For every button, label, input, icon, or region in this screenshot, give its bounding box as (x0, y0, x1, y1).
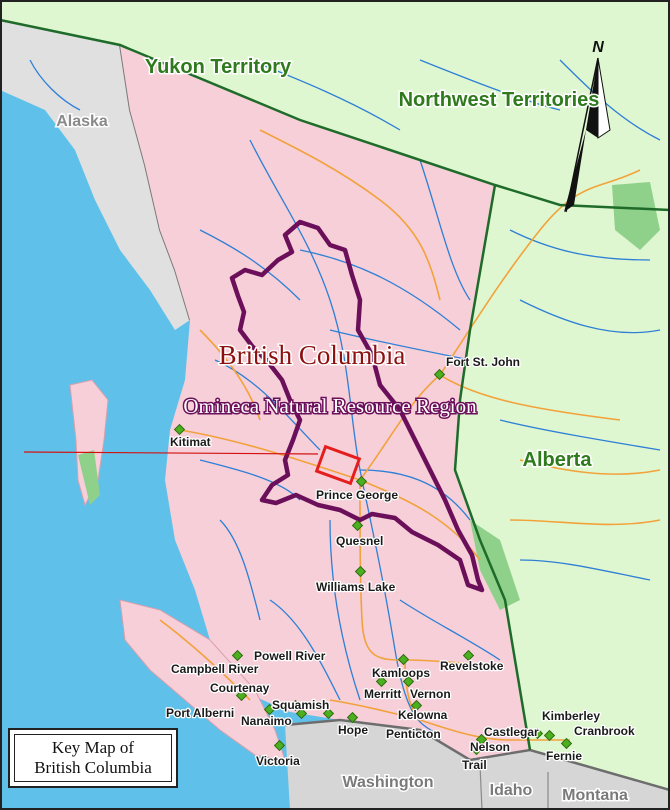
label-alaska: Alaska (56, 113, 108, 130)
label-washington: Washington (343, 774, 434, 791)
city-label: Hope (338, 723, 368, 737)
usa-land (285, 720, 670, 810)
idaho-border (479, 764, 483, 810)
park-haida (78, 450, 100, 505)
city-markers (173, 368, 573, 756)
marker-port-alberni (263, 703, 276, 716)
city-label: Vernon (410, 687, 451, 701)
rivers (29, 59, 661, 741)
city-label: Nanaimo (241, 714, 292, 728)
marker-courtenay (235, 689, 248, 702)
legend-box: Key Map of British Columbia (8, 728, 178, 788)
marker-kamloops (397, 653, 410, 666)
city-label: Quesnel (336, 534, 383, 548)
pointer-line (23, 451, 319, 455)
marker-williams-lake (354, 565, 367, 578)
marker-nelson (475, 733, 488, 746)
marker-nanaimo (295, 707, 308, 720)
city-label: Williams Lake (316, 580, 396, 594)
northern-border (0, 18, 670, 212)
park-rockies (470, 520, 520, 610)
city-label: Castlegar (484, 725, 539, 739)
city-label: Nelson (470, 740, 510, 754)
city-label: Fort St. John (446, 355, 520, 369)
marker-revelstoke (462, 649, 475, 662)
label-yukon: Yukon Territory (145, 56, 292, 78)
city-label: Powell River (254, 649, 326, 663)
label-nwt: Northwest Territories (399, 89, 600, 111)
marker-campbell-river (231, 649, 244, 662)
alberta-land (455, 185, 670, 790)
city-label: Squamish (272, 698, 329, 712)
city-label: Prince George (316, 488, 398, 502)
marker-prince-george (355, 475, 368, 488)
territory-borders (0, 18, 670, 751)
label-idaho: Idaho (490, 782, 533, 799)
marker-quesnel (351, 519, 364, 532)
park-northeast (612, 182, 660, 250)
alaska-panhandle (0, 20, 190, 330)
marker-hope (346, 711, 359, 724)
marker-squamish (322, 707, 335, 720)
vancouver-island (119, 599, 286, 761)
us-border-line (284, 718, 670, 792)
north-arrow (564, 57, 611, 213)
marker-kitimat (173, 423, 186, 436)
city-label: Victoria (256, 754, 300, 768)
city-label: Kelowna (398, 708, 448, 722)
marker-powell-river (289, 699, 302, 712)
label-alberta: Alberta (523, 449, 593, 471)
alberta-border (453, 184, 532, 751)
region-title: Omineca Natural Resource Region (183, 394, 477, 418)
city-label: Fernie (546, 749, 582, 763)
marker-kelowna (410, 699, 423, 712)
marker-merritt (375, 675, 388, 688)
marker-vernon (402, 675, 415, 688)
city-label: Port Alberni (166, 706, 234, 720)
roads (159, 129, 661, 741)
marker-victoria (273, 739, 286, 752)
marker-fernie (560, 737, 573, 750)
marker-fort-st-john (433, 368, 446, 381)
marker-castlegar (531, 727, 544, 740)
city-label: Kitimat (170, 435, 211, 449)
label-montana: Montana (562, 787, 628, 804)
city-label: Kimberley (542, 709, 600, 723)
province-title: British Columbia (219, 340, 406, 370)
study-area-box (314, 444, 362, 486)
city-label: Campbell River (171, 662, 259, 676)
british-columbia-land (120, 45, 530, 760)
marker-trail (470, 743, 483, 756)
marker-cranbrook (543, 729, 556, 742)
legend-inner: Key Map of British Columbia (14, 734, 172, 782)
city-labels: Fort St. John Kitimat Prince George Ques… (165, 354, 637, 774)
city-label: Trail (462, 758, 487, 772)
city-label: Revelstoke (440, 659, 504, 673)
northern-territories-land (0, 0, 670, 210)
omineca-region-outline (229, 219, 485, 593)
north-label: N (592, 39, 604, 56)
city-label: Kamloops (372, 666, 430, 680)
city-label: Cranbrook (574, 724, 635, 738)
city-label: Merritt (364, 687, 401, 701)
city-label: Courtenay (210, 681, 270, 695)
legend-line-1: Key Map of (51, 738, 135, 757)
city-label: Penticton (386, 727, 441, 741)
legend-line-2: British Columbia (34, 758, 152, 777)
